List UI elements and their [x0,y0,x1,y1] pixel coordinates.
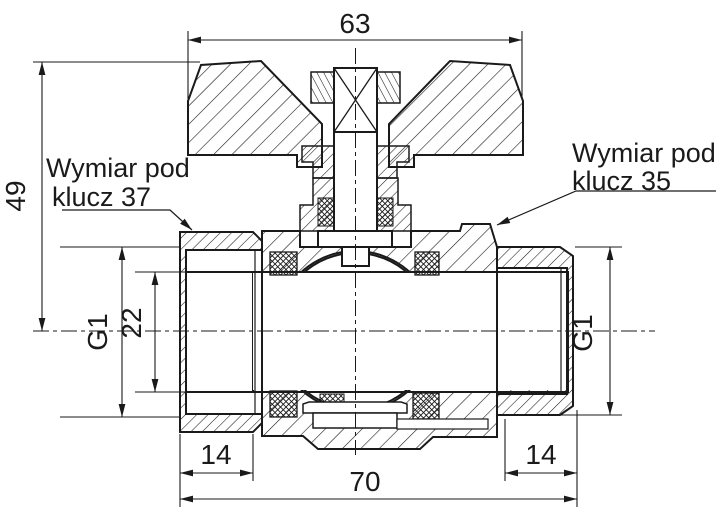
port-left-nut [179,231,263,433]
butterfly-handle [187,59,524,168]
dim-14-right: 14 [504,419,577,481]
leader-arrow-35 [497,216,511,225]
klucz35-line1: Wymiar pod [572,138,716,168]
dimensions: 63 49 G1 22 [0,8,622,507]
bore-lines [186,250,568,414]
dim-22-label: 22 [116,307,147,338]
leader-arrow-37 [180,218,192,230]
centerlines [33,48,655,455]
dim-14-right-label: 14 [525,439,556,470]
stem-seal-left [317,197,335,227]
dim-49-label: 49 [0,180,31,211]
annotation-klucz-35: Wymiar pod klucz 35 [496,138,716,226]
stem-nut-left [310,71,335,104]
dim-g1-left: G1 [60,246,180,418]
seat-top-left [269,251,298,276]
bottom-channel [396,418,489,430]
dim-g1-right-label: G1 [567,314,598,351]
dim-49: 49 [0,61,200,331]
klucz37-line2: klucz 37 [52,182,151,212]
klucz37-line1: Wymiar pod [46,153,190,183]
dim-22: 22 [116,271,186,393]
dim-70-label: 70 [349,466,380,497]
stem-seal-right [376,197,394,227]
seat-top-right [414,251,440,276]
handle-left-wing [187,59,323,168]
dim-63: 63 [187,8,523,99]
dim-70: 70 [180,410,578,507]
dim-g1-left-label: G1 [82,313,113,350]
dim-14-left-label: 14 [200,439,231,470]
leader-annotations: Wymiar pod klucz 37 Wymiar pod klucz 35 [46,138,716,231]
handle-right-wing [388,59,524,168]
dim-g1-right: G1 [545,246,622,416]
seat-bottom-left [269,390,298,418]
annotation-klucz-37: Wymiar pod klucz 37 [46,153,193,231]
dim-63-label: 63 [339,8,370,39]
seat-bottom-right [412,392,440,420]
stem-nut-right [376,71,401,104]
dim-14-left: 14 [179,434,254,507]
